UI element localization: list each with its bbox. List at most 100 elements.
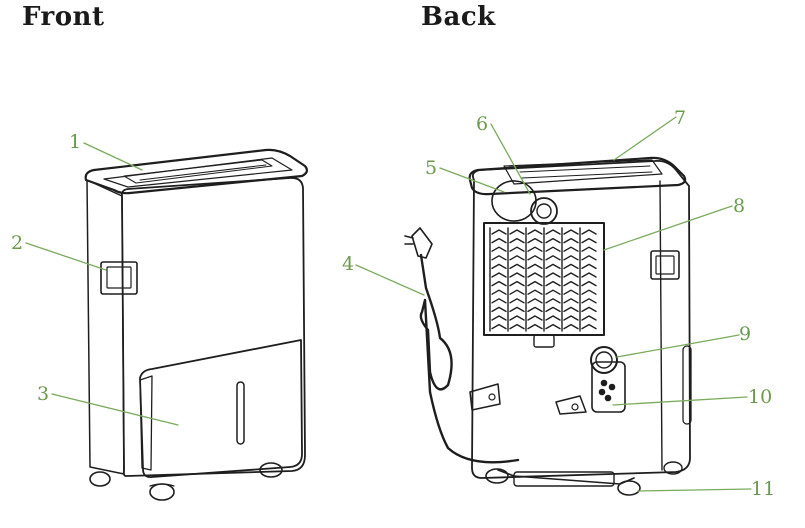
grille-slat	[527, 255, 543, 261]
back-hose-outlet	[491, 180, 537, 222]
leader-8	[603, 205, 733, 251]
callout-number-9: 9	[739, 323, 751, 345]
grille-slat	[545, 315, 561, 321]
grille-slat	[527, 229, 543, 235]
grille-slat	[509, 298, 525, 304]
callout-number-8: 8	[733, 195, 745, 217]
callout-number-5: 5	[425, 157, 437, 179]
grille-slat	[545, 280, 561, 287]
grille-slat	[491, 237, 507, 244]
grille-slat	[491, 229, 507, 235]
grille-slat	[545, 237, 561, 244]
back-wheel-far	[663, 461, 683, 475]
grille-slat	[491, 255, 507, 261]
grille-slat	[545, 306, 561, 313]
grille-slat	[527, 272, 543, 278]
grille-slat	[509, 280, 525, 287]
grille-slat	[563, 323, 579, 330]
grille-slat	[563, 306, 579, 313]
leader-6	[490, 123, 531, 195]
grille-slat	[527, 246, 543, 252]
grille-slat	[545, 229, 561, 235]
back-wheel-left	[485, 468, 509, 484]
grille-slat	[545, 298, 561, 304]
grille-slat	[527, 323, 543, 330]
front-wheel-left	[89, 471, 111, 487]
back-wheel-right	[617, 480, 641, 496]
grille-slat	[581, 323, 597, 330]
grille-slat	[527, 280, 543, 287]
grille-slat	[527, 289, 543, 295]
callout-number-7: 7	[674, 107, 686, 129]
grille-slat	[509, 255, 525, 261]
grille-slat	[491, 272, 507, 278]
back-top-inner	[503, 159, 663, 185]
grille-slat	[527, 315, 543, 321]
grille-slat	[581, 298, 597, 304]
front-side-handle	[100, 261, 138, 295]
callout-number-6: 6	[476, 113, 488, 135]
grille-slat	[563, 298, 579, 304]
grille-slat	[545, 323, 561, 330]
grille-slat	[509, 289, 525, 295]
leader-1	[83, 142, 143, 171]
callout-number-2: 2	[11, 232, 23, 254]
leader-10	[612, 396, 748, 406]
grille-slat	[509, 237, 525, 244]
back-air-knob	[530, 197, 558, 225]
front-wheel-middle	[149, 483, 175, 501]
grille-slat	[563, 263, 579, 270]
front-body	[86, 179, 125, 475]
grille-slat	[563, 237, 579, 244]
grille-slat	[527, 298, 543, 304]
grille-slat	[509, 323, 525, 330]
grille-slat	[581, 289, 597, 295]
back-unit	[404, 156, 692, 496]
callout-leaders	[25, 116, 752, 492]
leader-11	[637, 488, 752, 492]
front-tank-window	[236, 381, 245, 445]
grille-slat	[509, 263, 525, 270]
grille-slat	[581, 272, 597, 278]
back-control-panel	[591, 361, 626, 413]
grille-slat	[581, 237, 597, 244]
grille-slat	[563, 315, 579, 321]
grille-slat	[581, 246, 597, 252]
grille-slat	[563, 229, 579, 235]
front-wheel-right	[259, 462, 283, 478]
grille-slat	[581, 280, 597, 287]
leader-5	[439, 167, 505, 193]
leader-4	[355, 264, 425, 296]
grille-slat	[581, 263, 597, 270]
grille-slat	[563, 289, 579, 295]
back-base-tray	[513, 471, 615, 487]
front-water-tank	[139, 339, 303, 478]
back-cord-hook-lower	[555, 395, 587, 415]
back-side-handle	[650, 250, 680, 280]
grille-slat	[581, 315, 597, 321]
grille-slat	[563, 255, 579, 261]
leader-2	[25, 242, 107, 271]
front-tank-handle	[139, 375, 153, 471]
grille-slat	[527, 263, 543, 270]
grille-bars	[489, 227, 597, 332]
grille-slat	[509, 246, 525, 252]
grille-slat	[491, 263, 507, 270]
grille-slat	[491, 298, 507, 304]
front-top-inner	[103, 157, 293, 188]
grille-slat	[509, 272, 525, 278]
callout-number-10: 10	[748, 386, 772, 408]
grille-slat	[563, 246, 579, 252]
grille-slat	[491, 315, 507, 321]
grille-slat	[545, 263, 561, 270]
grille-slat	[545, 255, 561, 261]
front-heading: Front	[22, 2, 105, 32]
grille-slat	[545, 289, 561, 295]
back-heading: Back	[421, 2, 496, 32]
leader-7	[613, 116, 677, 161]
leader-3	[51, 393, 179, 426]
back-plug	[411, 227, 433, 259]
back-cord-hook-upper	[469, 383, 501, 411]
